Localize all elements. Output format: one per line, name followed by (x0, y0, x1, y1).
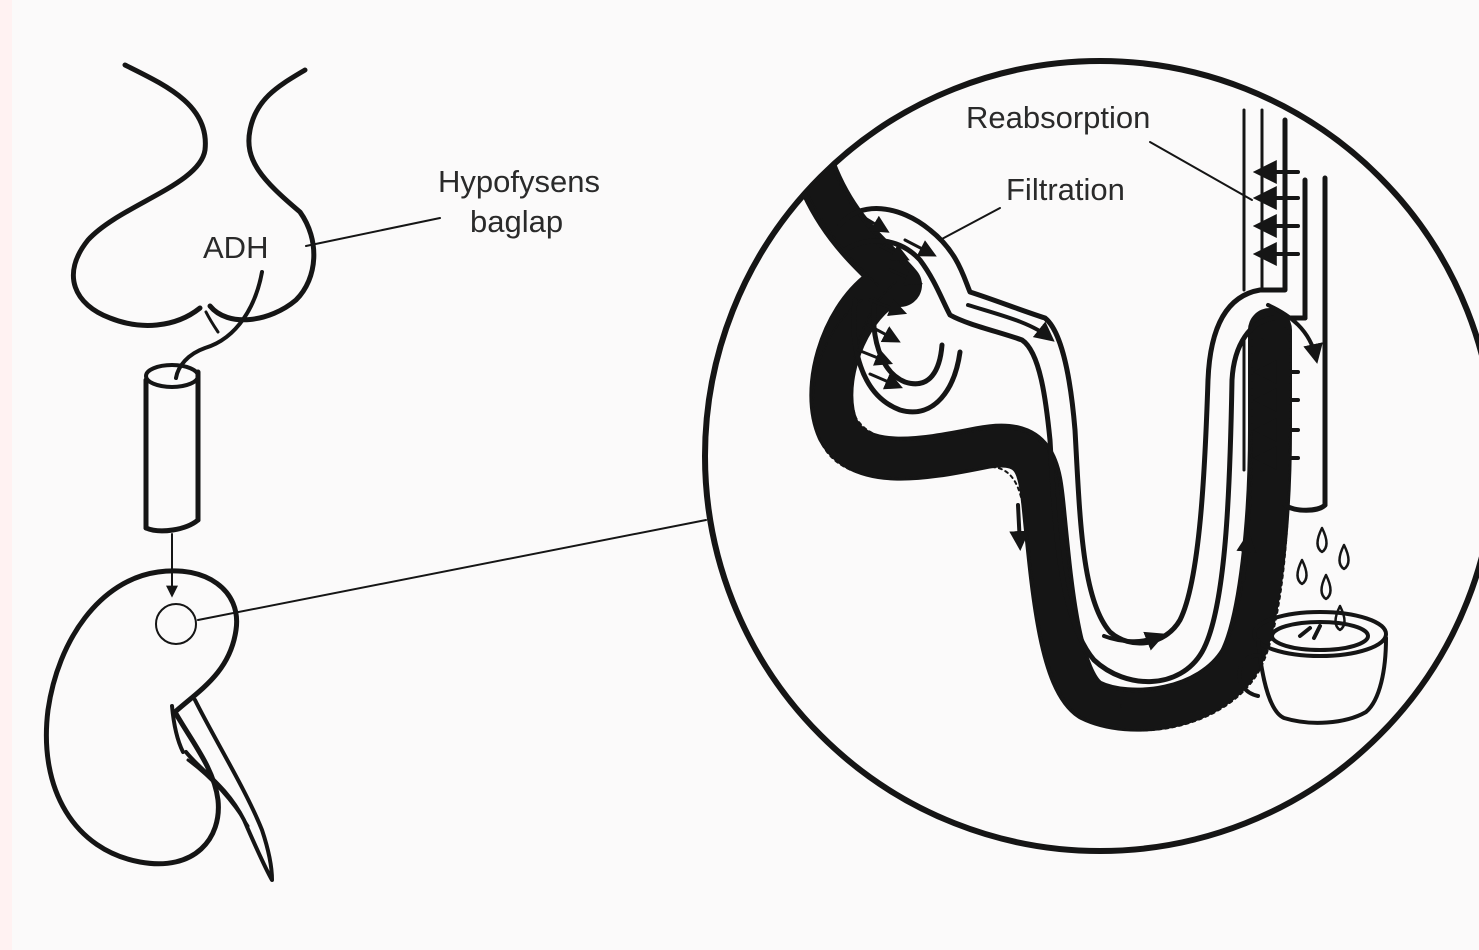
kidney (46, 571, 272, 880)
hypofysens-leader-line (306, 218, 440, 246)
adh-label: ADH (203, 230, 268, 265)
reabsorption-leader-line (1150, 142, 1252, 200)
blood-vessel-tube (146, 365, 198, 531)
reabsorption-label: Reabsorption (966, 100, 1150, 135)
pituitary-gland (73, 65, 313, 378)
filtration-leader-line (940, 208, 1000, 240)
kidney-nephron-marker (156, 604, 196, 644)
hypofysens-label-line2: baglap (470, 204, 563, 239)
hypofysens-label-line1: Hypofysens (438, 164, 600, 199)
zoom-connector-line (198, 520, 706, 620)
filtration-label: Filtration (1006, 172, 1125, 207)
